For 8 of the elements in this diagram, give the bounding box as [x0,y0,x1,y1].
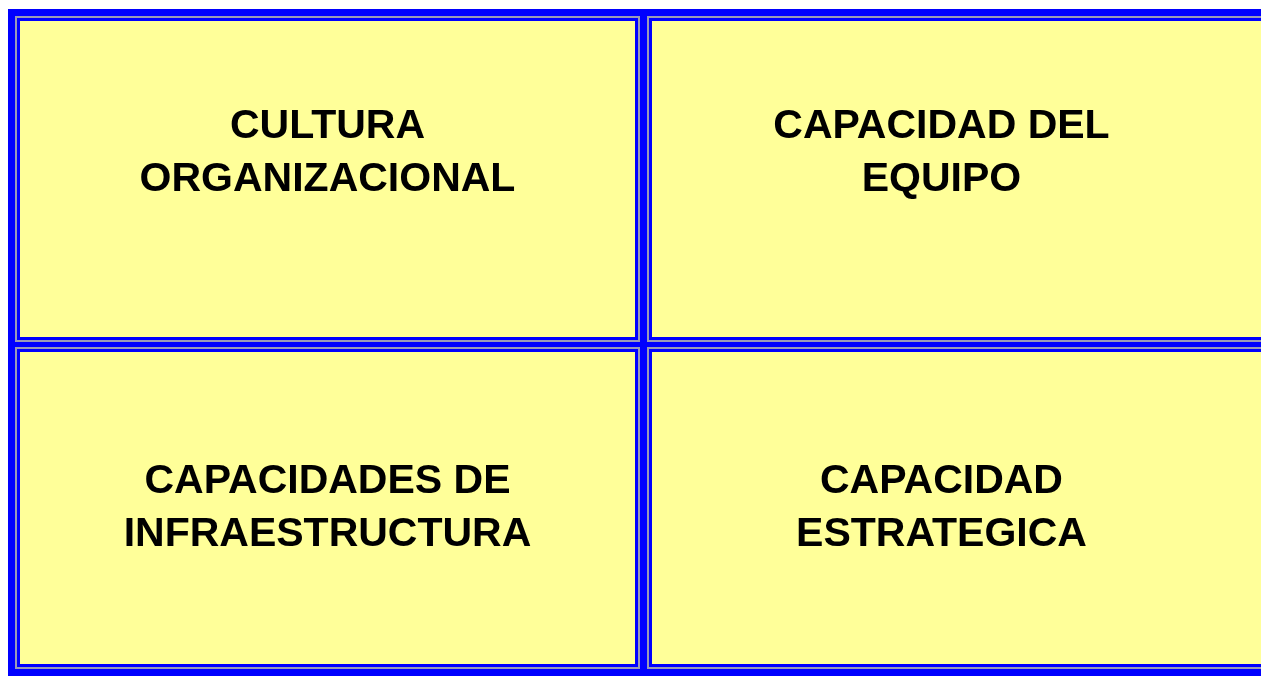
quadrant-box [15,16,640,342]
quadrant-label: CAPACIDAD DEL EQUIPO [772,99,1111,202]
quadrant-label: CAPACIDAD ESTRATEGICA [795,454,1088,557]
quadrant-label: CULTURA ORGANIZACIONAL [138,99,517,202]
quadrant-box [647,16,1261,342]
quadrant-box [647,347,1261,669]
quadrant-label: CAPACIDADES DE INFRAESTRUCTURA [122,454,533,557]
quadrant-box [15,347,640,669]
